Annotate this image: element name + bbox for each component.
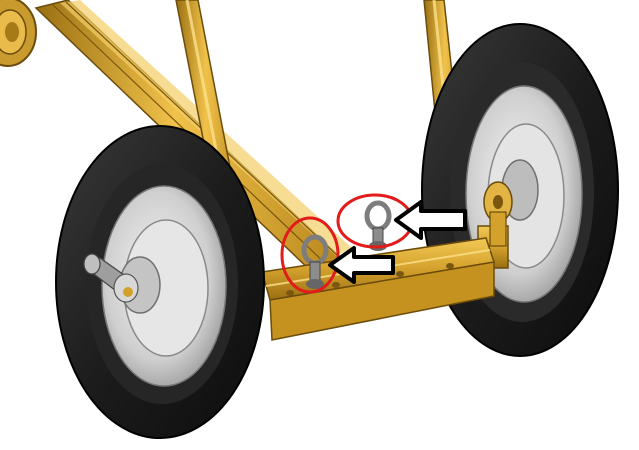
eye-bolt-left	[301, 234, 329, 289]
right-wheel	[421, 23, 619, 357]
eye-bolt-right	[364, 200, 392, 251]
arrow-right-icon	[394, 200, 467, 240]
arrow-left-icon	[328, 246, 395, 284]
left-axle-pin	[83, 253, 139, 303]
highlight-circle-left	[280, 216, 340, 294]
left-wheel	[55, 125, 265, 439]
upper-wheel-fragment	[0, 0, 37, 67]
